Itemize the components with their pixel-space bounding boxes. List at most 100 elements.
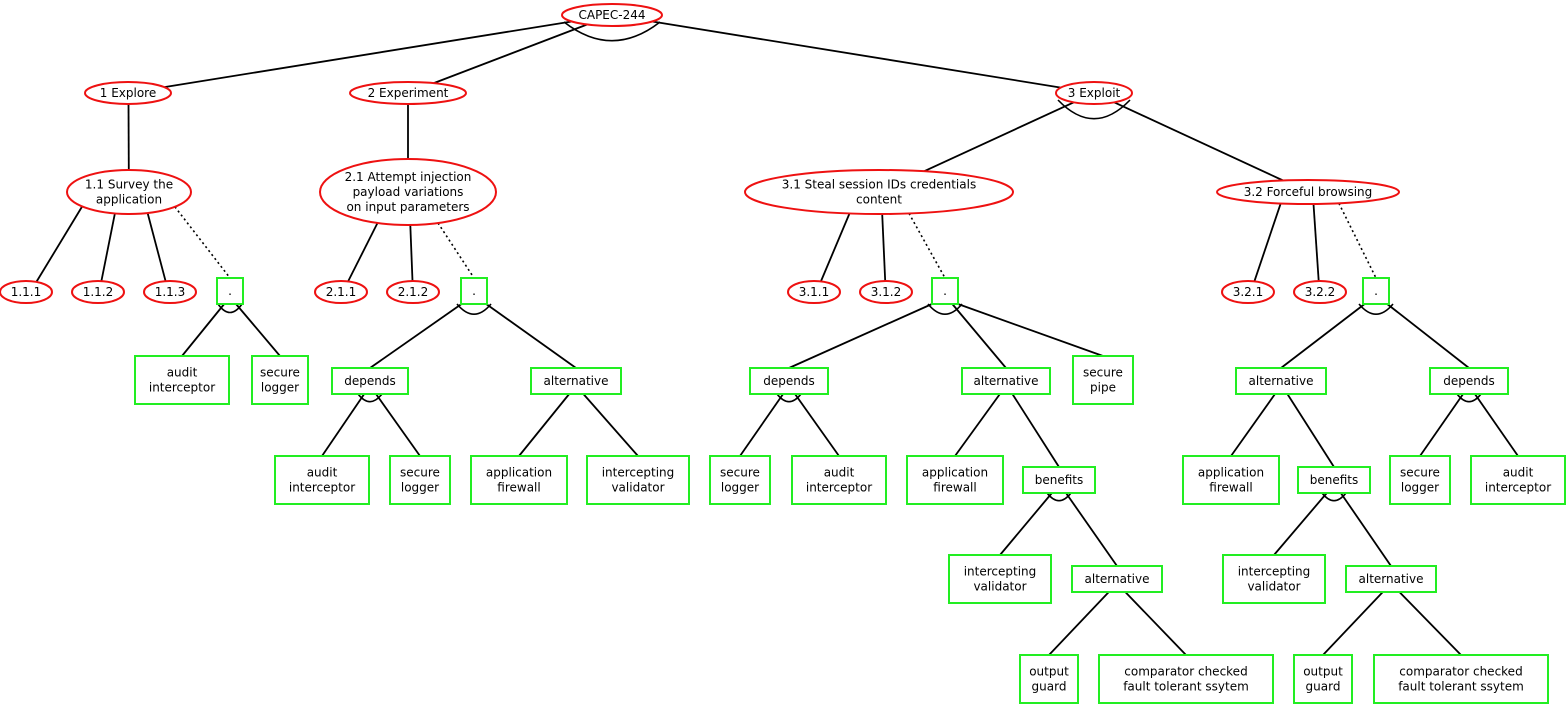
node-label: comparator checked <box>1124 665 1247 679</box>
and-arc <box>776 393 802 403</box>
node-label: output <box>1029 665 1069 679</box>
tree-edge <box>1419 393 1464 457</box>
tree-edge <box>1280 303 1366 369</box>
pattern-node-dot1: . <box>216 277 244 305</box>
pattern-node-b3-alt2: alternative <box>1071 565 1163 593</box>
node-label: audit <box>167 366 198 380</box>
node-label: logger <box>1401 481 1439 495</box>
pattern-box <box>1072 355 1134 405</box>
and-arc <box>1321 492 1347 502</box>
node-label: 2.1 Attempt injection <box>345 170 472 184</box>
goal-node-g113: 1.1.3 <box>143 280 197 304</box>
tree-edge <box>409 224 414 282</box>
node-label: output <box>1303 665 1343 679</box>
tree-edge <box>954 393 1001 457</box>
pattern-node-b3-benefits: benefits <box>1022 466 1096 494</box>
node-label: application <box>1198 466 1264 480</box>
tree-edge <box>100 213 116 282</box>
tree-edge <box>369 303 463 369</box>
node-label: validator <box>611 481 664 495</box>
node-label: 2 Experiment <box>368 86 449 100</box>
pattern-node-b4-benefits: benefits <box>1297 466 1371 494</box>
and-arc <box>927 303 963 315</box>
node-label: 3.1.1 <box>799 285 830 299</box>
node-label: alternative <box>1249 374 1314 388</box>
node-label: audit <box>307 466 338 480</box>
node-label: guard <box>1306 680 1341 694</box>
pattern-box <box>586 455 690 505</box>
goal-ellipse <box>561 3 663 27</box>
and-arc <box>563 21 661 42</box>
and-arc <box>1046 492 1072 502</box>
node-label: fault tolerant ssytem <box>1398 680 1524 694</box>
node-label: audit <box>824 466 855 480</box>
and-arc <box>217 303 243 314</box>
pattern-box <box>1182 455 1280 505</box>
node-label: interceptor <box>149 381 215 395</box>
goal-ellipse <box>349 81 467 105</box>
pattern-box <box>1071 565 1163 593</box>
node-label: CAPEC-244 <box>578 8 645 22</box>
node-label: fault tolerant ssytem <box>1123 680 1249 694</box>
node-label: 1.1 Survey the <box>85 178 173 192</box>
pattern-node-b4-depends: depends <box>1429 367 1509 395</box>
node-label: benefits <box>1310 473 1359 487</box>
node-label: . <box>472 284 476 298</box>
pattern-box <box>1362 277 1390 305</box>
goal-node-g112: 1.1.2 <box>71 280 125 304</box>
node-label: guard <box>1032 680 1067 694</box>
pattern-box <box>470 455 568 505</box>
goal-ellipse <box>859 280 913 304</box>
tree-edge <box>164 20 572 88</box>
pattern-box <box>961 367 1051 395</box>
node-label: 3.1.2 <box>871 285 902 299</box>
goal-node-g2: 2 Experiment <box>349 81 467 105</box>
tree-edge <box>146 212 167 282</box>
node-label: 3 Exploit <box>1068 86 1121 100</box>
tree-edge <box>1286 393 1335 468</box>
pattern-box <box>1297 466 1371 494</box>
goal-node-g32: 3.2 Forceful browsing <box>1216 179 1400 205</box>
tree-edge <box>1011 393 1060 468</box>
and-arc <box>456 303 492 315</box>
pattern-box <box>460 277 488 305</box>
tree-edge <box>1230 393 1276 457</box>
pattern-node-b4-alt2: alternative <box>1345 565 1437 593</box>
tree-edge <box>739 393 784 457</box>
node-label: secure <box>400 466 440 480</box>
node-label: secure <box>260 366 300 380</box>
pattern-box <box>1470 455 1566 505</box>
and-arc <box>1456 393 1482 403</box>
pattern-box <box>1373 654 1549 704</box>
tree-edge <box>1124 591 1187 656</box>
pattern-box <box>216 277 244 305</box>
node-label: intercepting <box>1238 565 1311 579</box>
node-label: 3.2.1 <box>1233 285 1264 299</box>
tree-edge <box>1065 492 1118 567</box>
dotted-edge <box>437 222 475 279</box>
goal-ellipse <box>1221 280 1275 304</box>
goal-ellipse <box>66 169 192 215</box>
node-label: content <box>856 193 902 207</box>
goal-ellipse <box>314 280 368 304</box>
goal-node-g211: 2.1.1 <box>314 280 368 304</box>
goal-ellipse <box>0 280 53 304</box>
and-arc <box>1057 99 1131 120</box>
pattern-node-dot3: . <box>931 277 959 305</box>
pattern-box <box>1389 455 1451 505</box>
tree-edge <box>788 303 933 369</box>
pattern-box <box>1235 367 1327 395</box>
tree-edge <box>1474 393 1519 457</box>
node-label: pipe <box>1090 381 1116 395</box>
